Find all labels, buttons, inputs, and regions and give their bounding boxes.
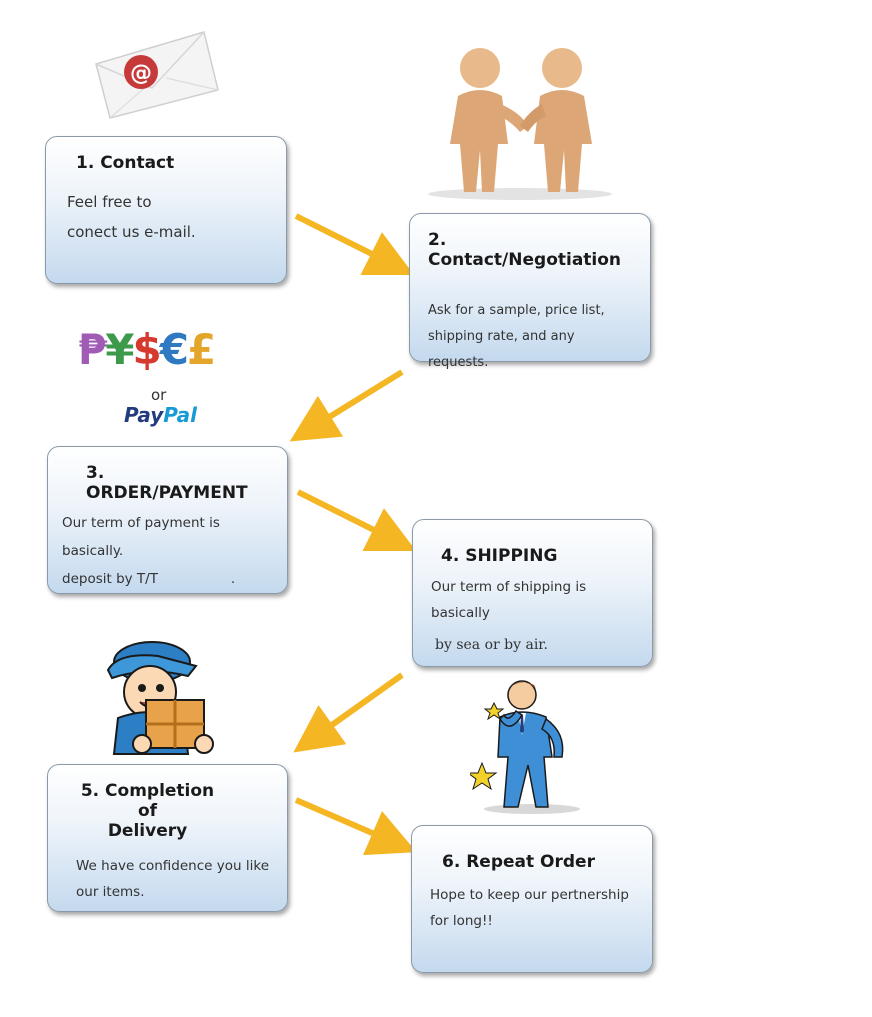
step-negotiation: 2. Contact/Negotiation Ask for a sample,… xyxy=(409,213,651,370)
step-title: 1. Contact xyxy=(76,153,175,173)
or-label: or xyxy=(151,386,167,404)
step-text: Our term of shipping is basically xyxy=(431,579,587,621)
arrow-2-to-3 xyxy=(289,369,404,442)
delivery-man-icon xyxy=(106,641,214,755)
currency-symbols-icon: ₱¥$€£ xyxy=(78,325,216,374)
step-completion-of-delivery: 5. Completion of Delivery We have confid… xyxy=(47,764,288,912)
step-shipping: 4. SHIPPING Our term of shipping is basi… xyxy=(412,519,653,667)
arrow-1-to-2 xyxy=(294,213,415,276)
step-title: 4. SHIPPING xyxy=(441,546,558,566)
step-text: deposit by T/T . xyxy=(62,571,236,587)
step-text: for long!! xyxy=(430,913,493,929)
step-title: 2. Contact/Negotiation xyxy=(428,230,622,270)
step-title: 3. ORDER/PAYMENT xyxy=(86,463,248,503)
step-order-payment: 3. ORDER/PAYMENT Our term of payment is … xyxy=(47,446,288,594)
handshake-figures-icon xyxy=(428,48,612,200)
businessman-icon xyxy=(470,680,580,814)
step-repeat-order: 6. Repeat Order Hope to keep our pertner… xyxy=(411,825,653,973)
arrow-4-to-5 xyxy=(293,672,404,753)
at-symbol: @ xyxy=(130,61,152,86)
step-text: conect us e-mail. xyxy=(67,223,196,241)
paypal-logo: PayPal xyxy=(124,403,198,427)
step-contact: 1. Contact Feel free to conect us e-mail… xyxy=(45,136,287,284)
arrow-3-to-4 xyxy=(296,489,417,552)
step-text: Our term of payment is basically. xyxy=(62,515,220,559)
arrow-5-to-6 xyxy=(294,797,417,856)
step-text: shipping rate, and any requests. xyxy=(428,329,575,370)
step-title: 6. Repeat Order xyxy=(442,852,595,872)
step-text: We have confidence you like xyxy=(76,858,270,874)
step-text: Hope to keep our pertnership xyxy=(430,887,629,903)
envelope-icon: @ xyxy=(95,31,219,119)
step-text: our items. xyxy=(76,884,145,900)
step-title: 5. Completion of Delivery xyxy=(80,781,215,841)
step-text: Ask for a sample, price list, xyxy=(428,303,605,318)
step-text: by sea or by air. xyxy=(435,637,548,653)
step-text: Feel free to xyxy=(67,193,152,211)
